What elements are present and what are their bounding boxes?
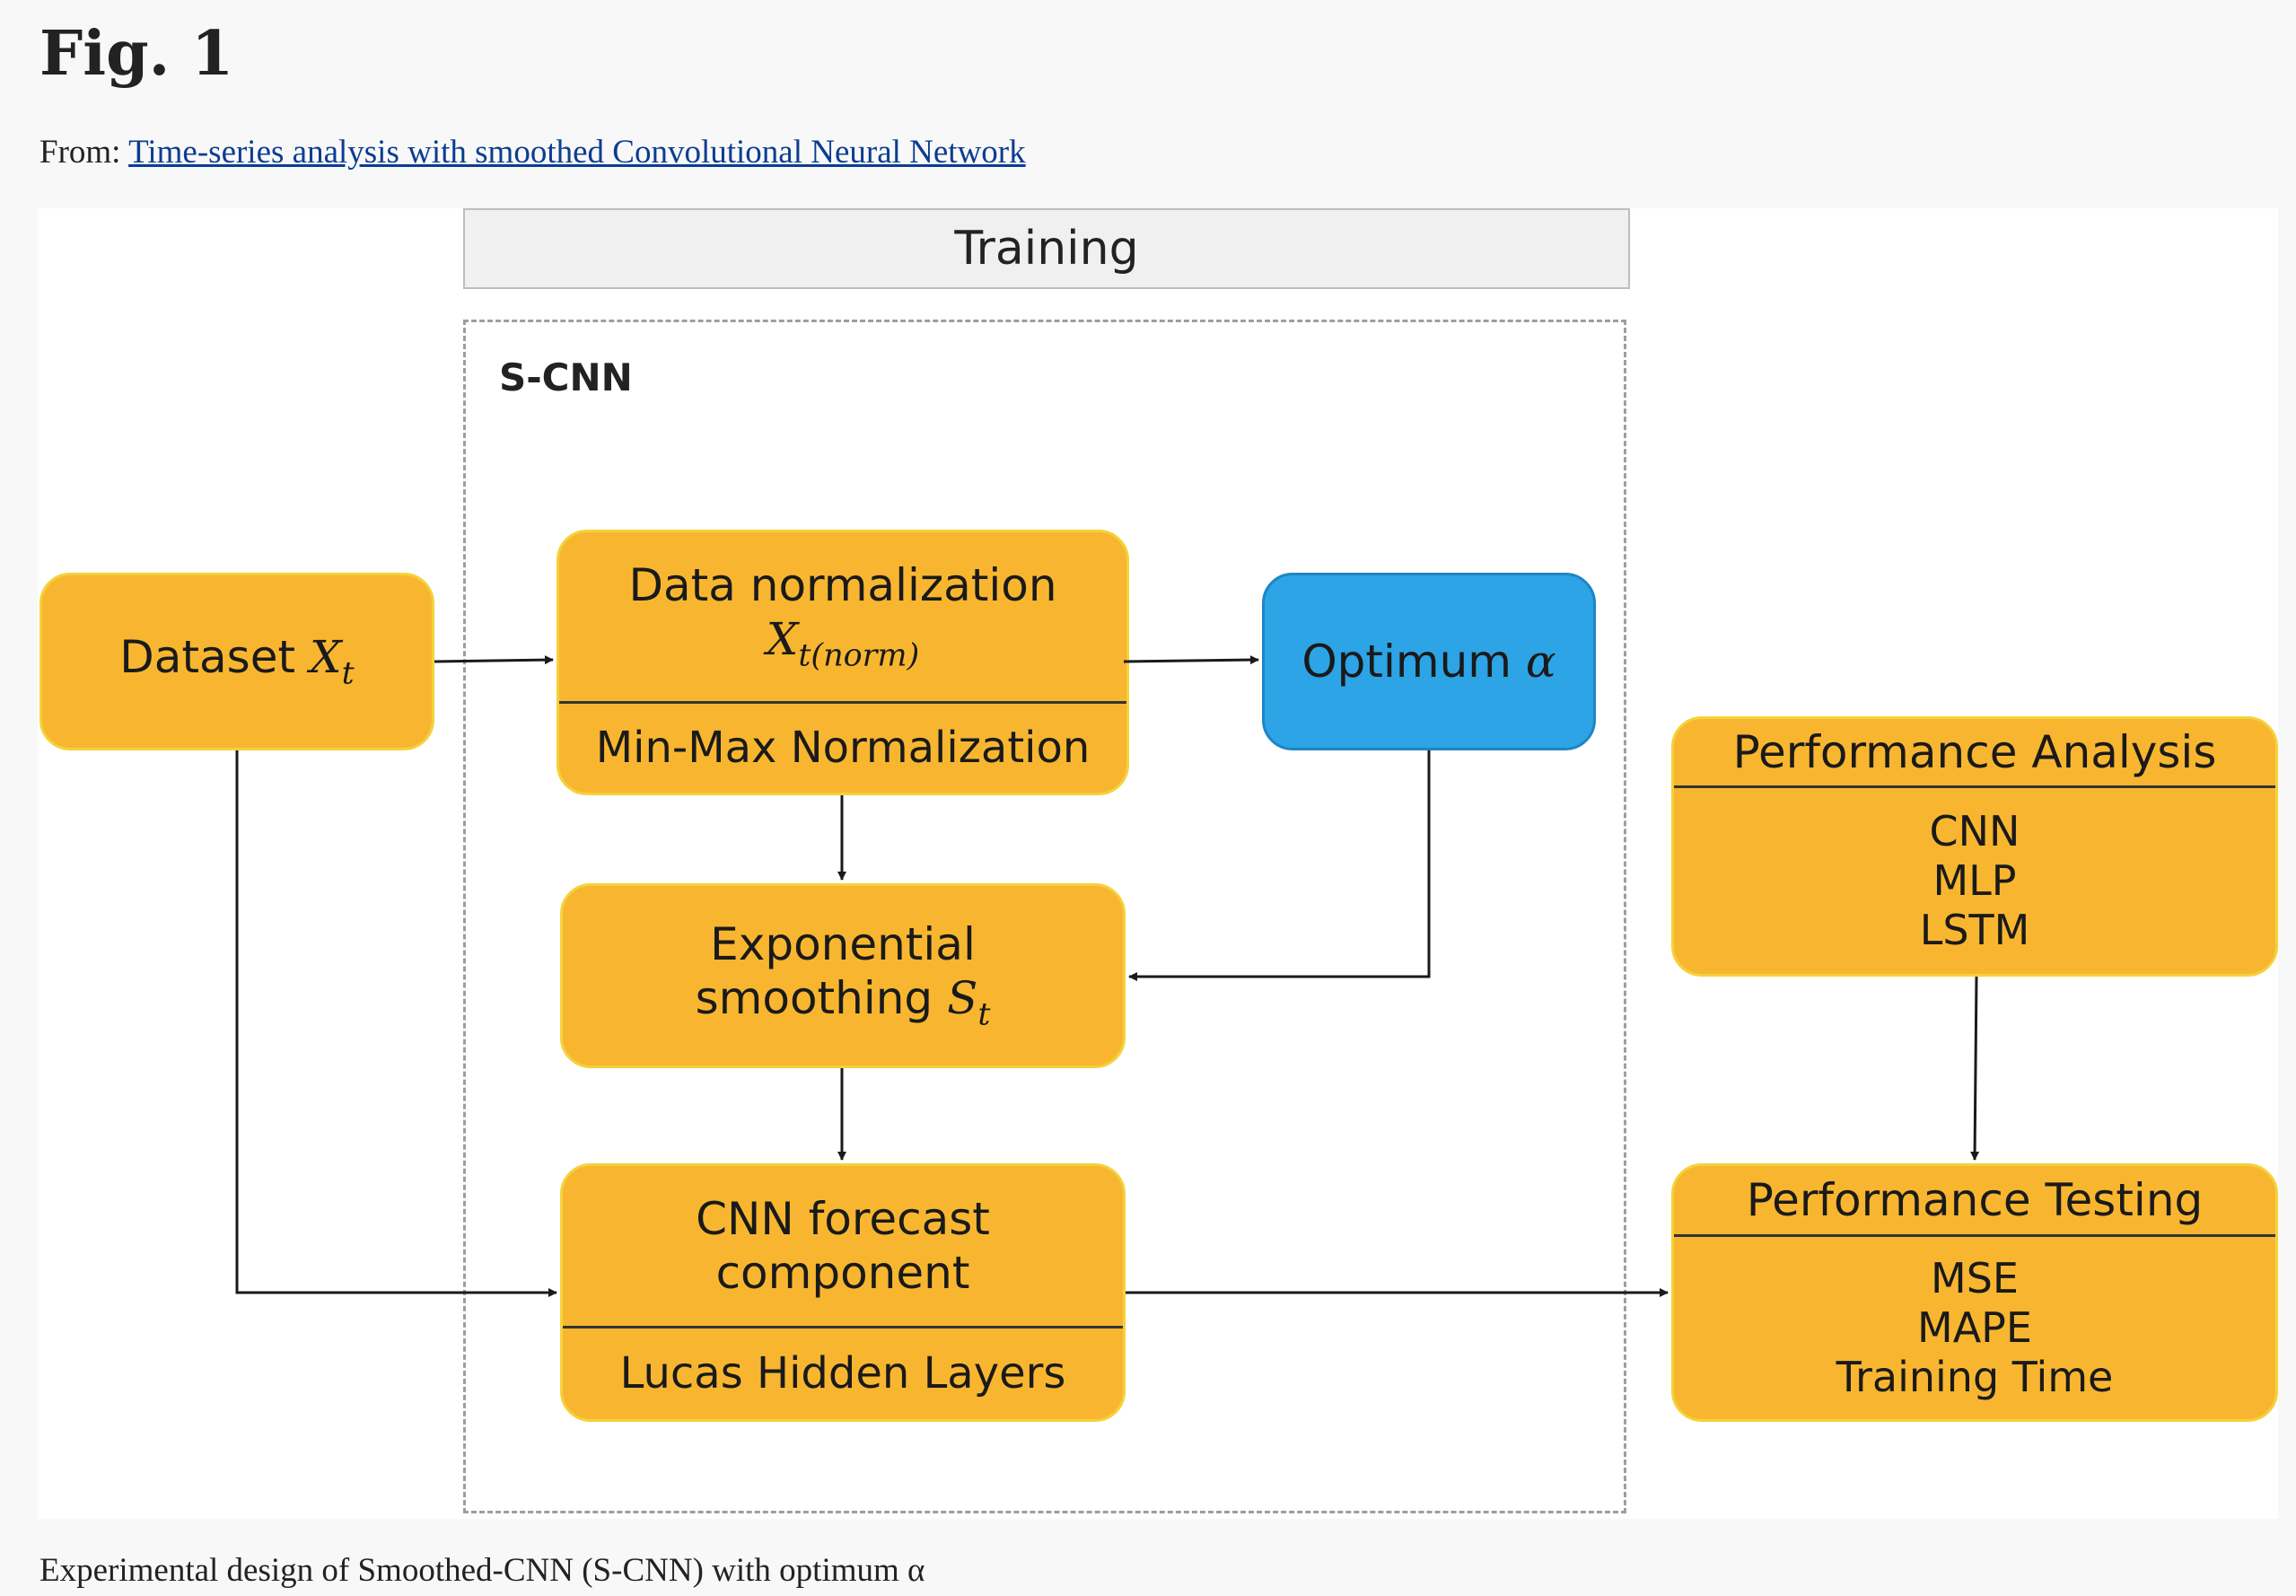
- figure-caption: Experimental design of Smoothed-CNN (S-C…: [39, 1552, 925, 1589]
- dataset-symbol: Xt: [310, 631, 355, 692]
- forecast-top: CNN forecast component: [563, 1166, 1123, 1326]
- forecast-line2: component: [715, 1247, 970, 1299]
- scnn-label: S-CNN: [499, 355, 633, 399]
- testing-item: Training Time: [1836, 1353, 2114, 1402]
- smoothing-line2: smoothing St: [696, 971, 991, 1033]
- testing-items: MSE MAPE Training Time: [1674, 1237, 2275, 1419]
- scnn-frame: [463, 320, 1626, 1513]
- source-article-link[interactable]: Time-series analysis with smoothed Convo…: [128, 134, 1026, 171]
- source-line: From: Time-series analysis with smoothed…: [39, 133, 1026, 171]
- analysis-header: Performance Analysis: [1674, 719, 2275, 785]
- forecast-method: Lucas Hidden Layers: [619, 1347, 1066, 1399]
- arrow-dataset-to-forecast: [235, 750, 557, 1297]
- forecast-bottom: Lucas Hidden Layers: [563, 1329, 1123, 1419]
- training-header: Training: [463, 208, 1630, 289]
- analysis-title: Performance Analysis: [1732, 726, 2217, 778]
- normalization-symbol: Xt(norm): [766, 613, 920, 674]
- normalization-top: Data normalization Xt(norm): [559, 532, 1126, 701]
- optimum-alpha-box: Optimum α: [1262, 573, 1596, 750]
- from-label: From:: [39, 134, 121, 171]
- optimum-label: Optimum α: [1301, 635, 1555, 688]
- cnn-forecast-box: CNN forecast component Lucas Hidden Laye…: [560, 1163, 1126, 1422]
- testing-divider: [1674, 1234, 2275, 1237]
- normalization-box: Data normalization Xt(norm) Min-Max Norm…: [556, 530, 1129, 795]
- forecast-divider: [563, 1326, 1123, 1329]
- testing-item: MAPE: [1917, 1302, 2032, 1352]
- smoothing-text: smoothing: [695, 972, 933, 1025]
- analysis-items: CNN MLP LSTM: [1674, 788, 2275, 974]
- arrow-optimum-to-smoothing: [1128, 750, 1431, 981]
- analysis-item: LSTM: [1919, 906, 2030, 955]
- optimum-text: Optimum: [1301, 636, 1512, 688]
- normalization-bottom: Min-Max Normalization: [559, 704, 1126, 793]
- normalization-title: Data normalization: [628, 559, 1057, 612]
- analysis-divider: [1674, 785, 2275, 788]
- smoothing-symbol: St: [947, 972, 991, 1033]
- testing-item: MSE: [1931, 1253, 2019, 1302]
- optimum-symbol: α: [1525, 636, 1556, 688]
- analysis-item: MLP: [1932, 855, 2017, 905]
- dataset-label: Dataset Xt: [119, 630, 354, 692]
- performance-testing-box: Performance Testing MSE MAPE Training Ti…: [1671, 1163, 2278, 1422]
- testing-header: Performance Testing: [1674, 1166, 2275, 1234]
- arrow-normalization-to-optimum: [1123, 655, 1259, 665]
- arrow-dataset-to-normalization: [434, 655, 554, 665]
- arrow-analysis-to-testing: [1970, 976, 1980, 1161]
- dataset-box: Dataset Xt: [39, 573, 434, 750]
- analysis-item: CNN: [1929, 806, 2020, 855]
- figure-title: Fig. 1: [39, 18, 234, 90]
- dataset-text: Dataset: [119, 631, 296, 684]
- smoothing-line1: Exponential: [710, 918, 976, 971]
- forecast-line1: CNN forecast: [696, 1193, 990, 1245]
- normalization-divider: [559, 701, 1126, 704]
- smoothing-box: Exponential smoothing St: [560, 883, 1126, 1068]
- testing-title: Performance Testing: [1746, 1174, 2204, 1226]
- normalization-method: Min-Max Normalization: [595, 722, 1091, 773]
- performance-analysis-box: Performance Analysis CNN MLP LSTM: [1671, 716, 2278, 977]
